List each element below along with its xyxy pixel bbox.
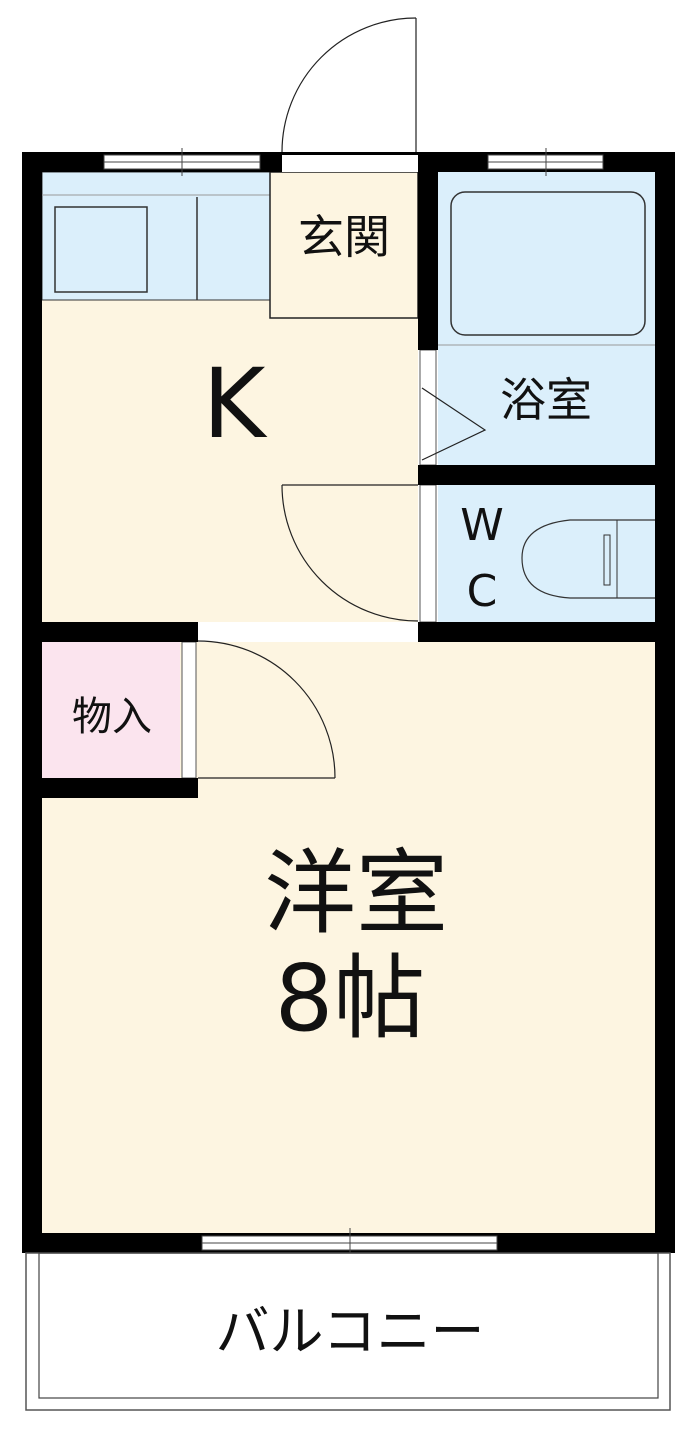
storage-floor <box>42 642 180 778</box>
toilet-tank-icon <box>603 534 611 586</box>
kitchen-label: K <box>203 348 268 460</box>
wc-label-w: W <box>460 500 504 551</box>
bath-door-frame <box>419 349 437 466</box>
balcony-label: バルコニー <box>216 1300 485 1363</box>
wc-label-c: C <box>467 566 498 617</box>
storage-door-frame <box>181 641 197 779</box>
western-room-size: 8帖 <box>275 945 426 1052</box>
entrance-label: 玄関 <box>298 210 390 264</box>
balcony-outline <box>25 1252 671 1411</box>
sink <box>54 206 148 293</box>
toilet-icon <box>521 519 655 599</box>
balcony-inner-outline <box>38 1252 659 1399</box>
wc-door-frame <box>419 484 437 623</box>
storage-label: 物入 <box>72 694 152 740</box>
entrance-floor <box>269 171 419 319</box>
western-room-label: 洋室 <box>264 840 448 947</box>
bath-label: 浴室 <box>500 373 592 427</box>
windows <box>103 148 604 1256</box>
door-swings <box>197 17 487 779</box>
bathtub <box>450 191 646 336</box>
